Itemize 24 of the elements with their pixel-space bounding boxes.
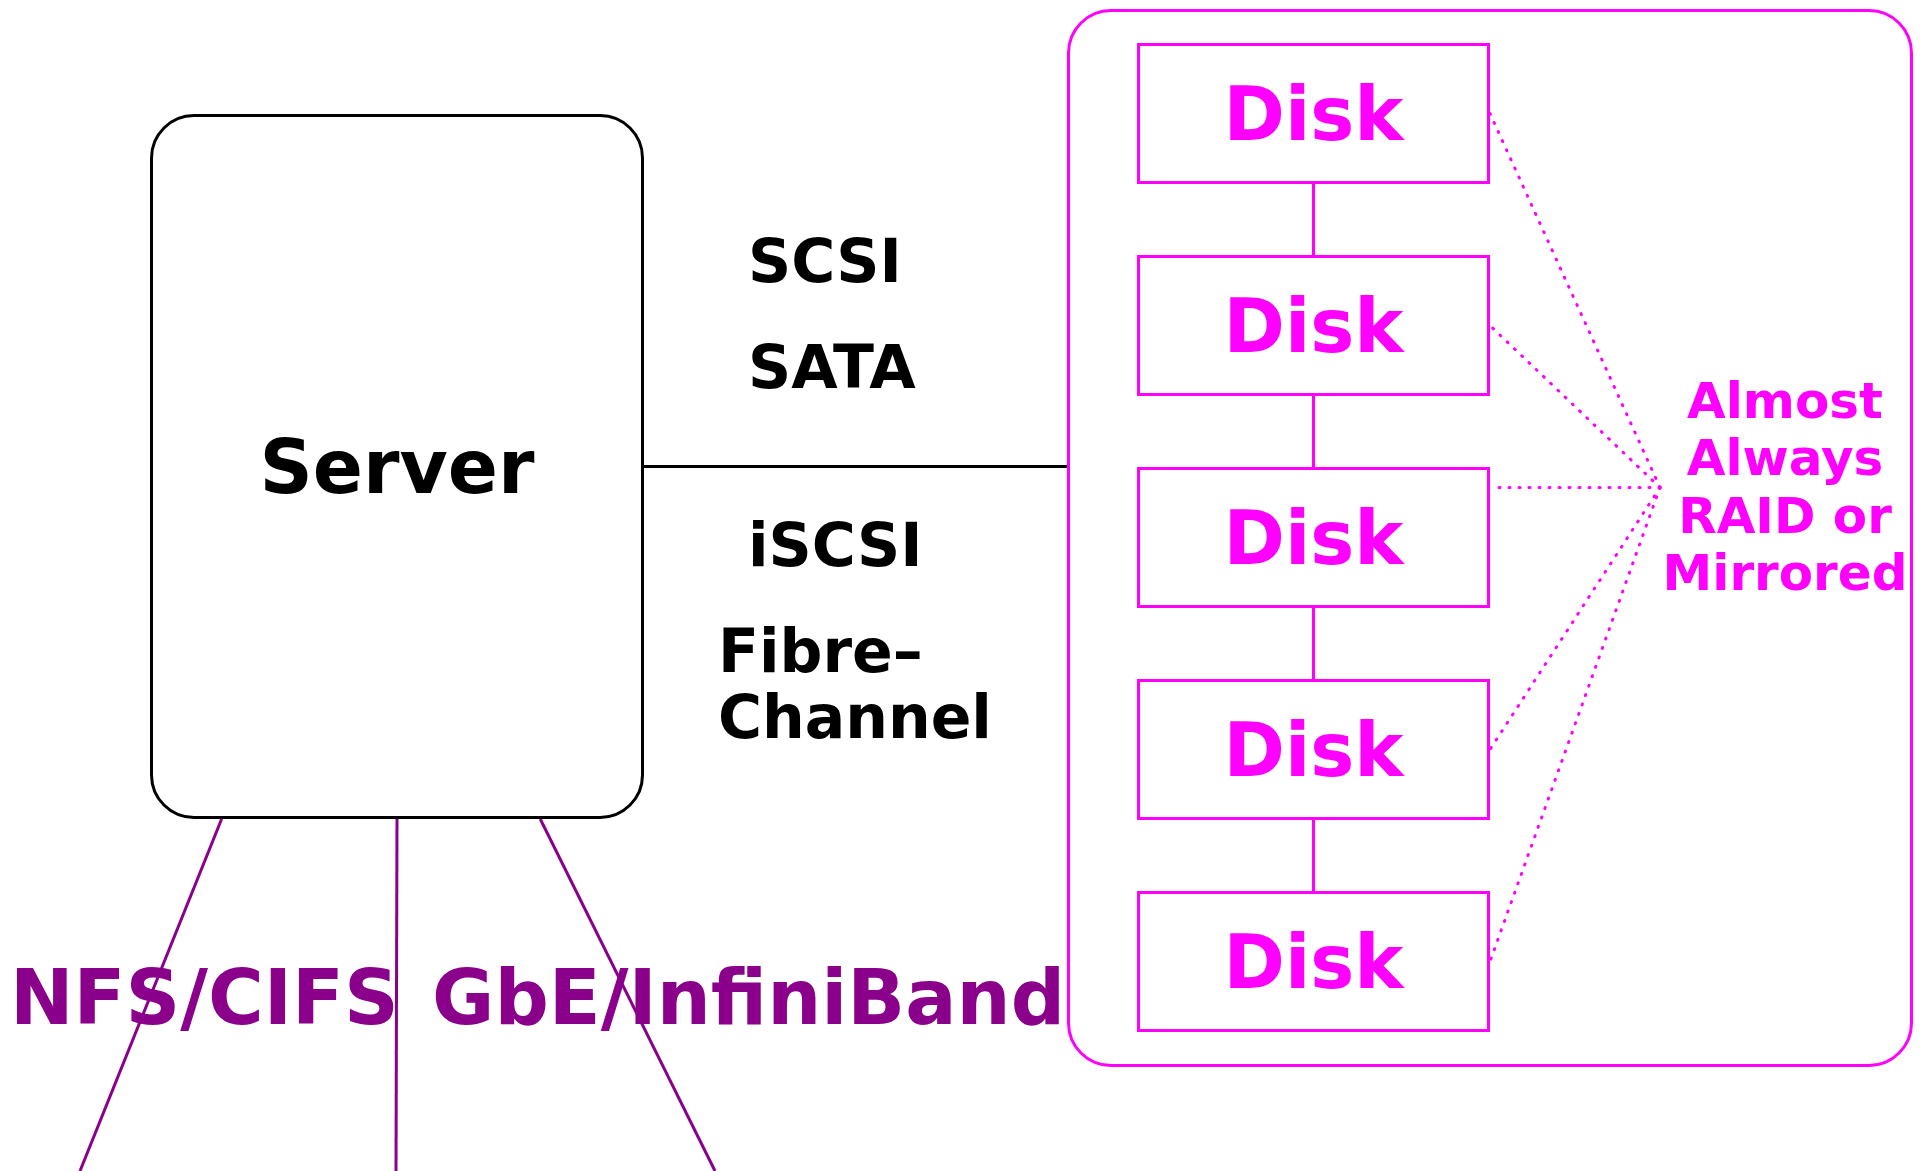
server-label: Server <box>259 423 535 510</box>
connector-line <box>1312 820 1315 891</box>
disk-label: Disk <box>1223 918 1404 1005</box>
protocol-label: SCSI <box>748 228 902 294</box>
server-box <box>150 114 644 819</box>
connector-line <box>1312 608 1315 679</box>
annotation-text: Almost Always RAID or Mirrored <box>1660 315 1910 660</box>
connector-line <box>538 818 717 1171</box>
disk-label: Disk <box>1223 70 1404 157</box>
leader-line <box>1488 486 1662 963</box>
connector-line <box>394 819 399 1171</box>
connector-line <box>644 465 1067 468</box>
disk-label: Disk <box>1223 706 1404 793</box>
connector-line <box>1312 184 1315 255</box>
connector-line <box>78 818 224 1171</box>
disk-label: Disk <box>1223 282 1404 369</box>
disk-label: Disk <box>1223 494 1404 581</box>
connector-line <box>1312 396 1315 467</box>
storage-enclosure <box>1067 9 1913 1067</box>
protocol-label: Fibre– Channel <box>718 618 993 750</box>
protocol-label: iSCSI <box>748 512 923 578</box>
leader-line <box>1488 112 1662 489</box>
protocol-label: SATA <box>748 334 916 400</box>
leader-line <box>1488 324 1662 489</box>
